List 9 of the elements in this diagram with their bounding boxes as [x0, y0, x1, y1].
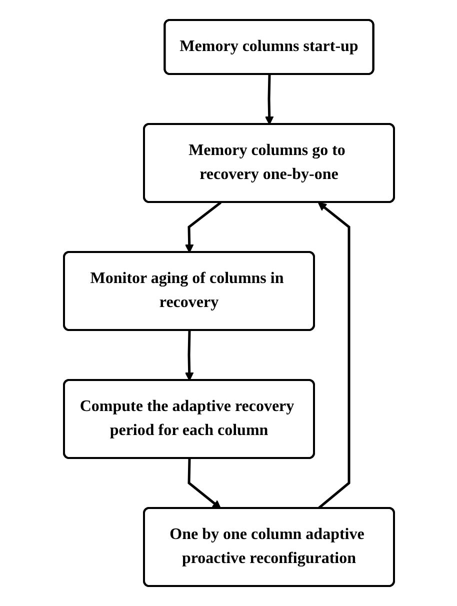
arrow: [187, 458, 221, 509]
node-text: Memory columns go to recovery one-by-one: [188, 142, 345, 183]
arrow: [264, 74, 274, 125]
node-text: One by one column adaptive proactive reconfiguration: [169, 526, 364, 567]
arrow: [184, 330, 194, 381]
node-text: Compute the adaptive recovery period for each column: [79, 398, 294, 439]
arrow: [316, 202, 350, 510]
arrow: [184, 202, 222, 253]
node-text: Monitor aging of columns in recovery: [90, 270, 284, 311]
